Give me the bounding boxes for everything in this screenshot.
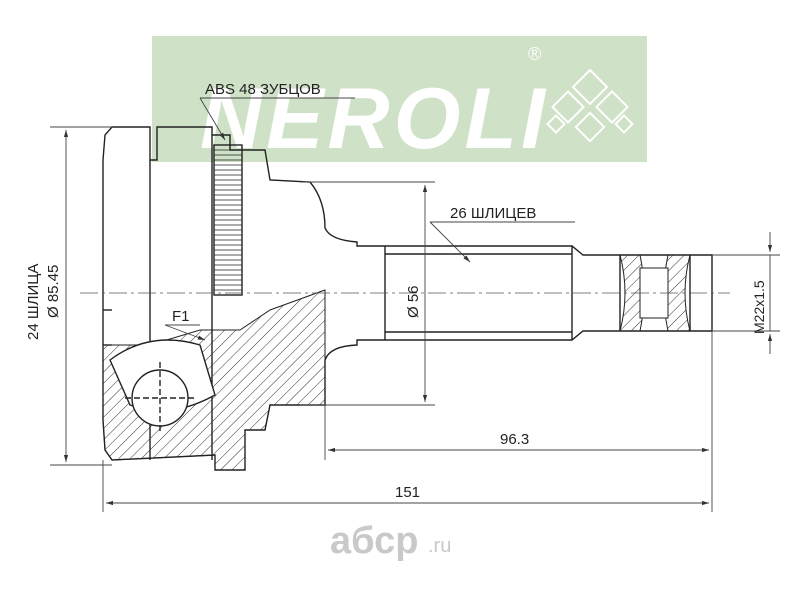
registered-mark: ® [528,44,541,64]
dim-length-shaft: 96.3 [500,431,529,448]
label-flange-diameter: Ø 85.45 [45,265,62,318]
diamond-logo-icon [546,68,634,143]
dim-length-total: 151 [395,484,420,501]
dimension-lines [50,97,780,512]
label-shaft-diameter: Ø 56 [405,285,422,318]
drawing-labels: ABS 48 ЗУБЦОВ 26 ШЛИЦЕВ F1 24 ШЛИЦА Ø 85… [25,81,767,501]
brand-banner: NEROLI ® [152,36,647,167]
brand-banner-bg [152,36,647,162]
label-splines-outer: 26 ШЛИЦЕВ [450,205,536,222]
label-abs-teeth: ABS 48 ЗУБЦОВ [205,81,321,98]
label-part-ref: F1 [172,308,190,325]
label-thread: M22x1.5 [751,280,767,334]
ball-cage [109,339,216,434]
watermark: aбсp .ru [330,520,451,562]
watermark-text: aбсp [330,520,418,562]
label-splines-inner: 24 ШЛИЦА [25,264,42,340]
watermark-suffix: .ru [428,535,451,557]
abs-ring-teeth [214,149,242,291]
brand-logo: NEROLI [200,71,549,167]
